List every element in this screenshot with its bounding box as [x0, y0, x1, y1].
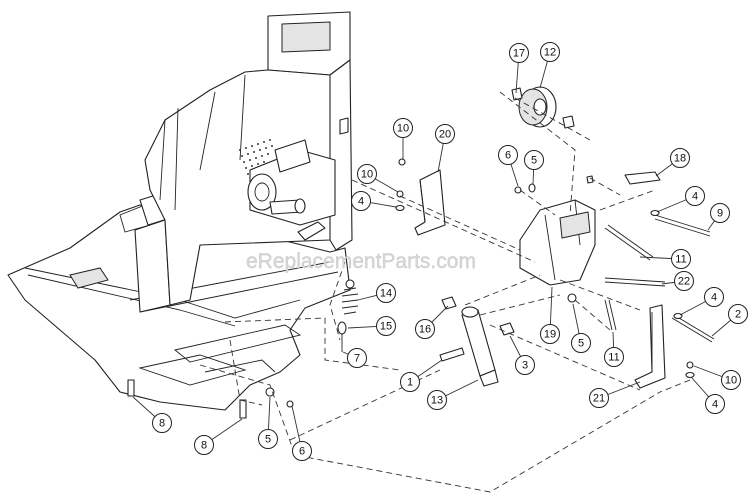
- callout-label-11: 11: [608, 352, 619, 364]
- callout-label-6: 6: [505, 150, 511, 162]
- bracket-21: [634, 304, 666, 389]
- callout-circle-8: [152, 413, 172, 433]
- watermark-text: eReplacementParts.com: [246, 250, 476, 273]
- callout-label-10: 10: [725, 375, 737, 387]
- plate-18: [624, 171, 661, 185]
- bolt-11-lower: [604, 299, 617, 331]
- callout-label-5: 5: [531, 155, 537, 167]
- callout-circle-11: [671, 249, 691, 269]
- rod-22: [604, 277, 666, 287]
- callout-label-18: 18: [674, 153, 686, 165]
- callout-label-8: 8: [201, 440, 207, 452]
- callout-label-6: 6: [299, 446, 305, 458]
- callout-label-8: 8: [159, 418, 165, 430]
- callout-label-5: 5: [578, 338, 584, 350]
- pulley-12: [511, 86, 575, 129]
- callout-circle-3: [515, 355, 535, 375]
- callout-label-16: 16: [419, 324, 431, 336]
- callout-circle-8: [194, 435, 214, 455]
- callout-label-17: 17: [513, 48, 525, 60]
- callout-circle-4: [685, 186, 705, 206]
- callout-label-13: 13: [431, 395, 443, 407]
- spring-14: [341, 279, 359, 315]
- deck-frame: [7, 189, 351, 411]
- callout-circle-20: [435, 124, 455, 144]
- callout-circle-14: [376, 283, 396, 303]
- callout-circle-6: [498, 145, 518, 165]
- bracket-20: [414, 169, 446, 236]
- callout-label-14: 14: [380, 288, 392, 300]
- callout-label-10: 10: [397, 123, 409, 135]
- callout-circle-5: [571, 333, 591, 353]
- callout-circle-10: [721, 370, 741, 390]
- callout-circle-21: [589, 388, 609, 408]
- assembly-dashes: [199, 91, 691, 493]
- chute-assembly: [144, 11, 353, 306]
- callout-label-5: 5: [265, 434, 271, 446]
- callout-circle-9: [710, 203, 730, 223]
- callout-label-4: 4: [711, 292, 717, 304]
- callout-circle-1: [400, 372, 420, 392]
- callout-label-4: 4: [692, 191, 698, 203]
- bolt-11-upper: [604, 224, 654, 261]
- bracket-19: [519, 199, 596, 286]
- callout-label-15: 15: [380, 321, 392, 333]
- hardware: [127, 158, 695, 419]
- callout-label-20: 20: [439, 129, 451, 141]
- bolt-9: [654, 214, 711, 237]
- callout-label-7: 7: [354, 353, 360, 365]
- callout-circle-4: [704, 287, 724, 307]
- callout-circle-4: [705, 394, 725, 414]
- callout-label-2: 2: [735, 309, 741, 321]
- callout-circle-19: [540, 324, 560, 344]
- callout-label-22: 22: [678, 276, 690, 288]
- callout-label-12: 12: [544, 47, 556, 59]
- callout-circle-6: [292, 441, 312, 461]
- callout-label-4: 4: [712, 399, 718, 411]
- callout-circle-4: [351, 191, 371, 211]
- cylinder-13: [439, 296, 515, 387]
- callout-circle-13: [427, 390, 447, 410]
- callout-circle-5: [258, 429, 278, 449]
- callout-label-10: 10: [361, 169, 373, 181]
- eye-bolt-15: [337, 321, 347, 352]
- bolt-2: [671, 314, 715, 343]
- callout-label-1: 1: [407, 377, 413, 389]
- callout-circle-17: [509, 43, 529, 63]
- callout-label-11: 11: [675, 254, 686, 266]
- callout-label-3: 3: [522, 360, 528, 372]
- callout-circle-15: [376, 316, 396, 336]
- callout-label-4: 4: [358, 196, 364, 208]
- callout-label-21: 21: [593, 393, 605, 405]
- callout-label-19: 19: [544, 329, 556, 341]
- callout-circle-22: [674, 271, 694, 291]
- callout-circle-10: [357, 164, 377, 184]
- callout-label-9: 9: [717, 208, 723, 220]
- callout-circle-10: [393, 118, 413, 138]
- callout-circle-7: [347, 348, 367, 368]
- callout-circle-12: [540, 42, 560, 62]
- callout-circle-16: [415, 319, 435, 339]
- callout-circle-11: [604, 347, 624, 367]
- callout-circle-18: [670, 148, 690, 168]
- callout-circle-5: [524, 150, 544, 170]
- callout-circle-2: [728, 304, 748, 324]
